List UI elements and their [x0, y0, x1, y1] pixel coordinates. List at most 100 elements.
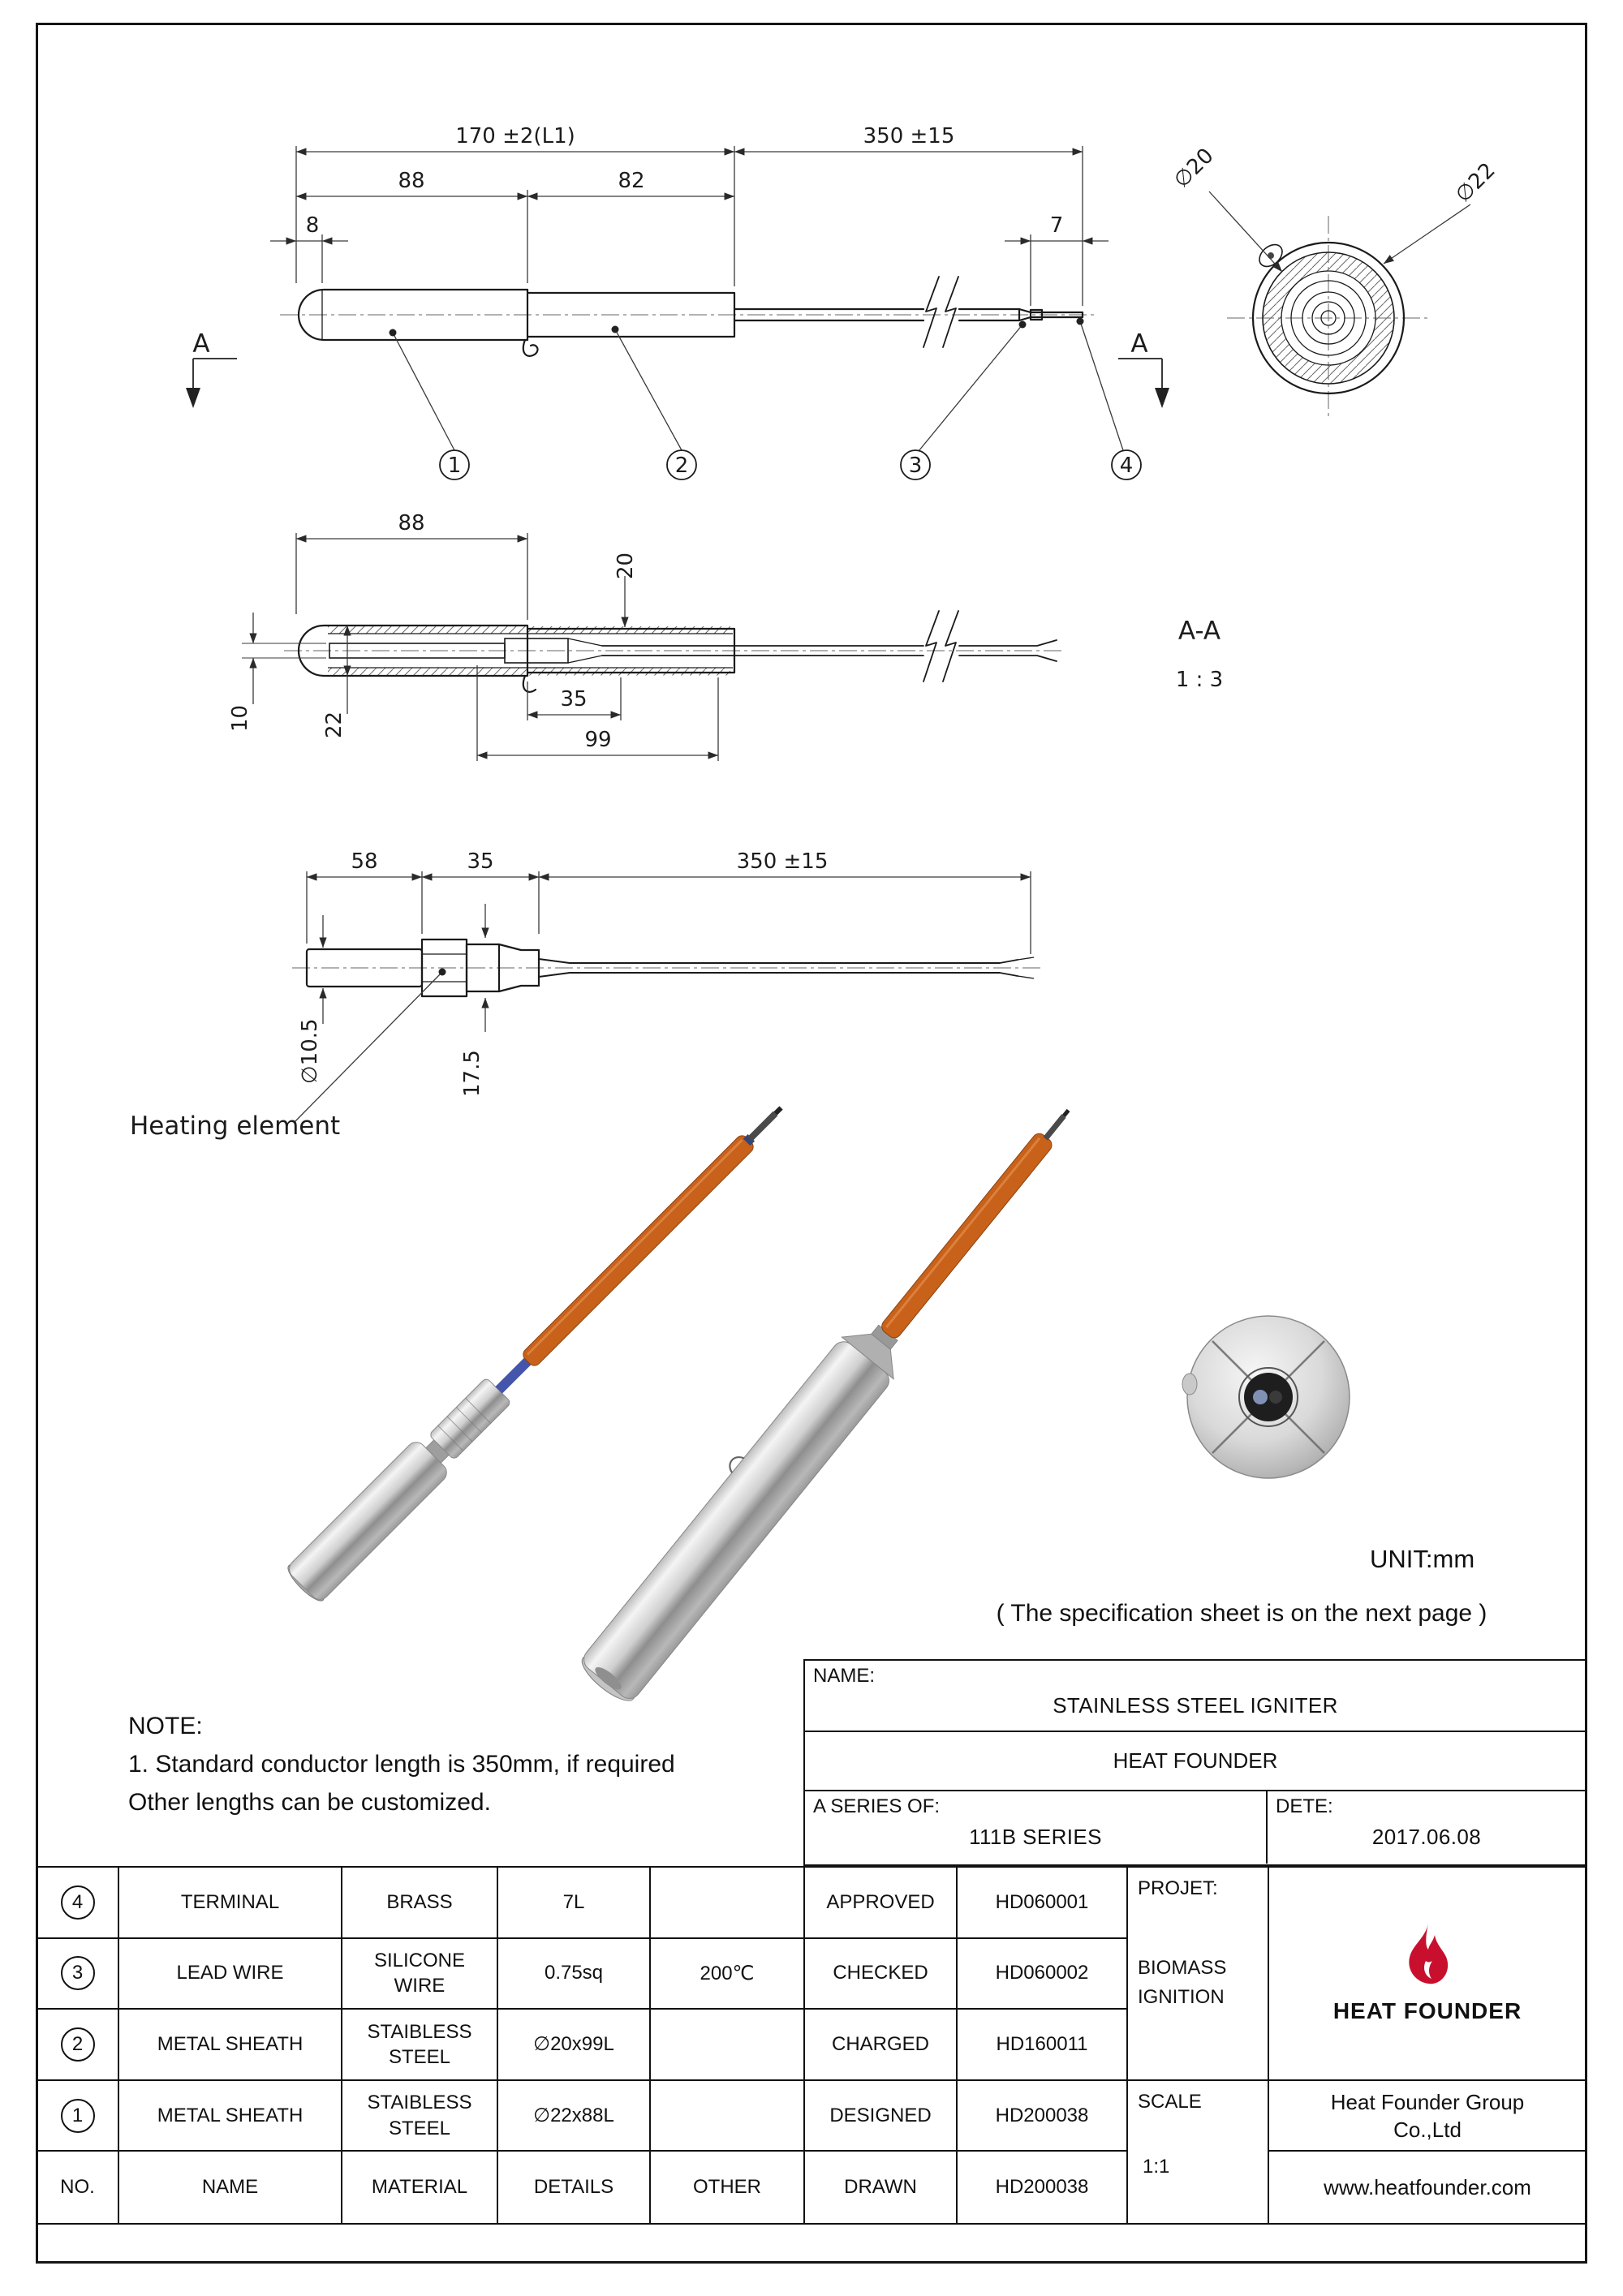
render2-cable [881, 1133, 1053, 1339]
render1-crimp-ridges [437, 1397, 492, 1451]
dim-20-label: 20 [613, 553, 638, 579]
sheath-outline-d22 [297, 288, 529, 342]
part-no-cell: 2 [37, 2010, 119, 2081]
balloon-4 [1111, 449, 1142, 480]
approval-label-cell: DRAWN [805, 2152, 958, 2223]
section-break-symbol [923, 610, 959, 682]
sheath-outline-d20 [526, 288, 736, 342]
render2-endcap-inner [595, 1666, 622, 1690]
dim-8-label: 8 [306, 213, 320, 238]
name-label: NAME: [813, 1665, 876, 1687]
approval-code-cell: HD200038 [958, 2152, 1128, 2223]
part-other-cell [651, 2080, 805, 2152]
header-name-cell: NAME [119, 2152, 342, 2223]
project-line-1: BIOMASS [1138, 1957, 1227, 1979]
part-balloon-1: 1 [60, 2098, 95, 2133]
section-line-left [192, 358, 237, 389]
heating-element-leader-dot [438, 968, 446, 976]
sheet-border [36, 23, 1587, 2264]
end-photo-hub [1244, 1373, 1293, 1421]
end-view-outer-circle [1251, 241, 1406, 395]
spec-sheet-note: ( The specification sheet is on the next… [996, 1600, 1487, 1627]
title-name-row: NAME: STAINLESS STEEL IGNITER [805, 1661, 1586, 1732]
note-line-1: 1. Standard conductor length is 350mm, i… [128, 1751, 675, 1778]
part-material-cell: STAIBLESS STEEL [342, 2010, 498, 2081]
render2-pin [1043, 1114, 1066, 1141]
terminal [1018, 307, 1084, 322]
logo-wordmark: HEAT FOUNDER [1332, 1998, 1522, 2024]
end-photo-contact-1 [1253, 1390, 1268, 1404]
part-material-text: BRASS [386, 1891, 453, 1914]
section-view: 88 20 10 22 35 99 A-A 1 : 3 [228, 511, 1223, 761]
bare-wire-tips [1017, 957, 1035, 979]
section-a-left-label: A [192, 329, 209, 359]
render1-cable-sheen [526, 1138, 743, 1356]
approval-label-cell: CHARGED [805, 2010, 958, 2081]
dia22-label: ∅22 [1451, 158, 1500, 208]
part-details-cell: ∅20x99L [498, 2010, 651, 2081]
part-material-cell: SILICONE WIRE [342, 1938, 498, 2010]
dim-7-label: 7 [1050, 213, 1064, 238]
balloon-4-label: 4 [1120, 454, 1134, 478]
end-view-circle-20 [1311, 301, 1345, 335]
end-view-crosshair [1227, 216, 1430, 420]
connector-detail-lines [422, 953, 467, 982]
connector-block-2 [465, 943, 501, 993]
approval-code-cell: HD200038 [958, 2080, 1128, 2152]
unit-label: UNIT:mm [1370, 1545, 1475, 1573]
approval-code-cell: HD060002 [958, 1938, 1128, 2010]
end-view-circle-58 [1281, 270, 1376, 366]
dim-170-label: 170 ±2(L1) [455, 124, 575, 148]
ext-88 [295, 533, 528, 620]
part-material-cell: BRASS [342, 1868, 498, 1939]
lead-wires [733, 307, 1021, 322]
scale-value: 1:1 [1143, 2155, 1170, 2178]
approval-label-cell: APPROVED [805, 1868, 958, 1939]
section-wires [601, 639, 1057, 662]
balloon-callouts: 1 2 3 4 [389, 317, 1142, 480]
drawing-title: STAINLESS STEEL IGNITER [1053, 1692, 1338, 1718]
part-material-text: STAIBLESS STEEL [367, 2092, 472, 2139]
title-series-row: A SERIES OF: 111B SERIES DETE: 2017.06.0… [805, 1791, 1586, 1864]
end-photo-tab [1182, 1373, 1198, 1395]
section-inner-tube [526, 627, 736, 674]
note-title: NOTE: [128, 1713, 203, 1739]
balloon-2 [666, 449, 697, 480]
date-value: 2017.06.08 [1371, 1825, 1482, 1849]
part-material-cell: STAIBLESS STEEL [342, 2080, 498, 2152]
header-details-cell: DETAILS [498, 2152, 651, 2223]
render1-cable [523, 1135, 754, 1366]
dim-175-label: 17.5 [460, 1050, 484, 1097]
render2-cable-sheen [885, 1137, 1041, 1328]
end-view-clip-tab [1259, 243, 1283, 268]
render1-pin-collar [743, 1133, 756, 1146]
dim-22-label: 22 [322, 712, 347, 738]
dim-88-label: 88 [398, 169, 424, 193]
company-name: HEAT FOUNDER [1113, 1748, 1278, 1773]
note-block: NOTE: 1. Standard conductor length is 35… [128, 1707, 675, 1821]
dim-99-label: 99 [584, 728, 611, 752]
company-line-2: Co.,Ltd [1393, 2117, 1462, 2142]
series-value: 111B SERIES [969, 1825, 1102, 1849]
date-label: DETE: [1276, 1795, 1333, 1817]
part-name-cell: TERMINAL [119, 1868, 342, 1939]
part-balloon-3: 3 [60, 1956, 95, 1991]
crimp-taper [567, 638, 603, 664]
project-line-2: IGNITION [1138, 1986, 1225, 2008]
series-label: A SERIES OF: [813, 1795, 941, 1817]
ext-99 [476, 665, 719, 761]
extension-lines [295, 146, 1083, 306]
section-view-scale: 1 : 3 [1176, 668, 1223, 692]
leader-dot-1 [389, 329, 397, 337]
end-view-circle-32 [1302, 291, 1355, 345]
flame-path [1409, 1924, 1449, 1984]
section-marker-left: A [186, 329, 237, 408]
balloon-3-label: 3 [909, 454, 923, 478]
section-a-right-label: A [1130, 329, 1147, 359]
date-cell: DETE: 2017.06.08 [1268, 1791, 1586, 1864]
render1-sheath [289, 1442, 447, 1600]
balloon-2-label: 2 [675, 454, 689, 478]
element-wires [538, 958, 1018, 978]
part-no-cell: 3 [37, 1938, 119, 2010]
